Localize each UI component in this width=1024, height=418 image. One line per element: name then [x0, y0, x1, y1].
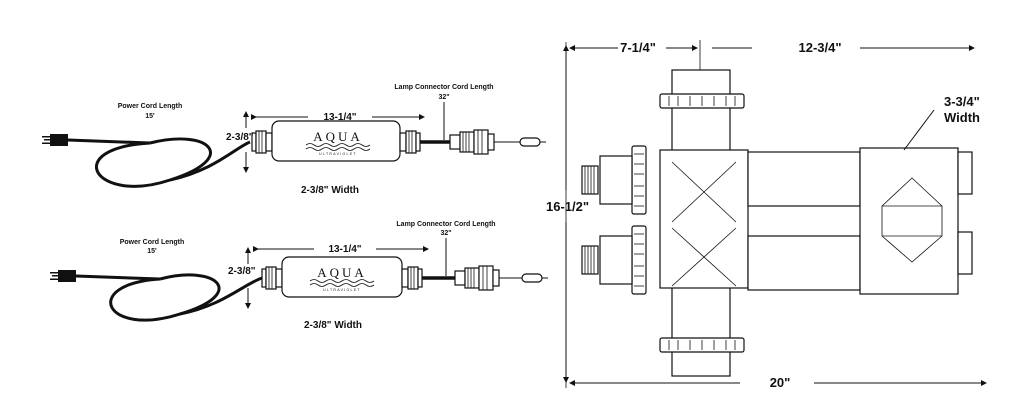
lamp-plug	[521, 273, 543, 283]
bottom-union-nut	[659, 337, 745, 353]
bottom-dim: 20"	[770, 375, 791, 390]
lamp-connector	[454, 265, 500, 291]
lamp-cord-length: 32"	[440, 230, 451, 237]
lamp-cord-label: Lamp Connector Cord Length	[394, 84, 493, 91]
brand-name: AQUA	[313, 129, 363, 144]
power-cord-length: 15'	[145, 113, 155, 120]
body-width-dim: 2-3/8" Width	[304, 320, 362, 331]
sterilizer-a: Power Cord Length 15' AQUA ULTRAVIOLET L…	[42, 84, 546, 196]
lower-threaded-inlet	[581, 245, 599, 275]
outlet-fitting	[399, 130, 421, 154]
lower-chamber	[747, 235, 861, 291]
brand-sub: ULTRAVIOLET	[319, 152, 357, 156]
power-cord-label: Power Cord Length	[120, 239, 185, 246]
width-dim-word: Width	[944, 110, 980, 125]
power-cord-length: 15'	[147, 248, 157, 255]
manifold-dimensions: 7-1/4" 12-3/4" 16-1/2" 20" 3-3/4" Width	[546, 40, 987, 390]
sterilizer-b: Power Cord Length 15' AQUA ULTRAVIOLET L…	[50, 221, 548, 331]
lamp-connector	[449, 129, 495, 155]
brand-name: AQUA	[317, 265, 367, 280]
aqua-logo: AQUA ULTRAVIOLET	[309, 265, 375, 292]
lower-outlet	[957, 231, 973, 275]
lamp-plug	[519, 137, 541, 147]
power-cord-b	[50, 270, 263, 322]
body-height-dim: 2-3/8"	[226, 132, 254, 143]
lower-left-nut	[631, 225, 647, 295]
lamp-cord-length: 32"	[438, 94, 449, 101]
inlet-fitting	[261, 266, 283, 290]
body-width-dim: 2-3/8" Width	[301, 185, 359, 196]
power-cord-label: Power Cord Length	[118, 103, 183, 110]
body-length-dim: 13-1/4"	[323, 112, 356, 123]
power-cord-a	[42, 134, 251, 188]
width-dim-value: 3-3/4"	[944, 94, 980, 109]
brand-sub: ULTRAVIOLET	[323, 288, 361, 292]
outlet-manifold	[859, 147, 959, 295]
inlet-fitting	[251, 130, 273, 154]
plug-icon	[42, 134, 68, 146]
aqua-logo: AQUA ULTRAVIOLET	[305, 129, 371, 156]
outlet-fitting	[401, 266, 423, 290]
top-right-dim: 12-3/4"	[798, 40, 841, 55]
upper-outlet	[957, 151, 973, 195]
manifold-assembly	[581, 69, 973, 377]
body-length-dim: 13-1/4"	[328, 244, 361, 255]
top-left-dim: 7-1/4"	[620, 40, 656, 55]
lamp-cord-label: Lamp Connector Cord Length	[396, 221, 495, 228]
upper-threaded-inlet	[581, 165, 599, 195]
top-union-nut	[659, 93, 745, 109]
height-dim: 16-1/2"	[546, 199, 589, 214]
manifold-cross	[659, 149, 749, 289]
upper-chamber	[747, 151, 861, 207]
body-height-dim: 2-3/8"	[228, 266, 256, 277]
plug-icon	[50, 270, 76, 282]
upper-left-nut	[631, 145, 647, 215]
